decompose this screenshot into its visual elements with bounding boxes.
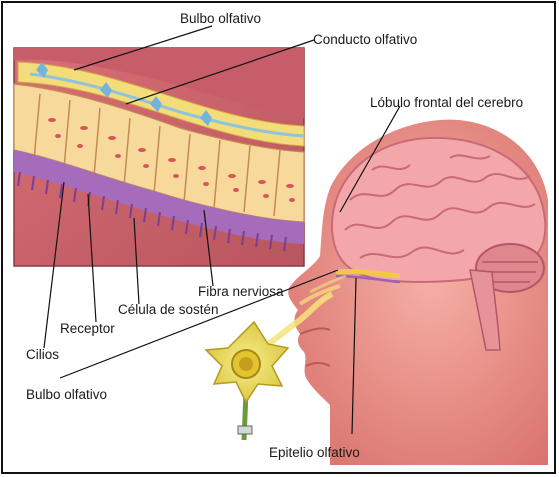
label-fibra-nerviosa: Fibra nerviosa — [198, 285, 284, 299]
label-cilios: Cilios — [26, 348, 59, 362]
label-epitelio-olfativo: Epitelio olfativo — [269, 446, 360, 460]
label-lobulo-frontal: Lóbulo frontal del cerebro — [370, 96, 523, 110]
label-celula-de-sosten: Célula de sostén — [118, 303, 219, 317]
label-bulbo-olfativo-bottom: Bulbo olfativo — [26, 388, 107, 402]
label-conducto-olfativo: Conducto olfativo — [313, 33, 417, 47]
label-bulbo-olfativo-top: Bulbo olfativo — [180, 12, 261, 26]
label-receptor: Receptor — [60, 322, 115, 336]
